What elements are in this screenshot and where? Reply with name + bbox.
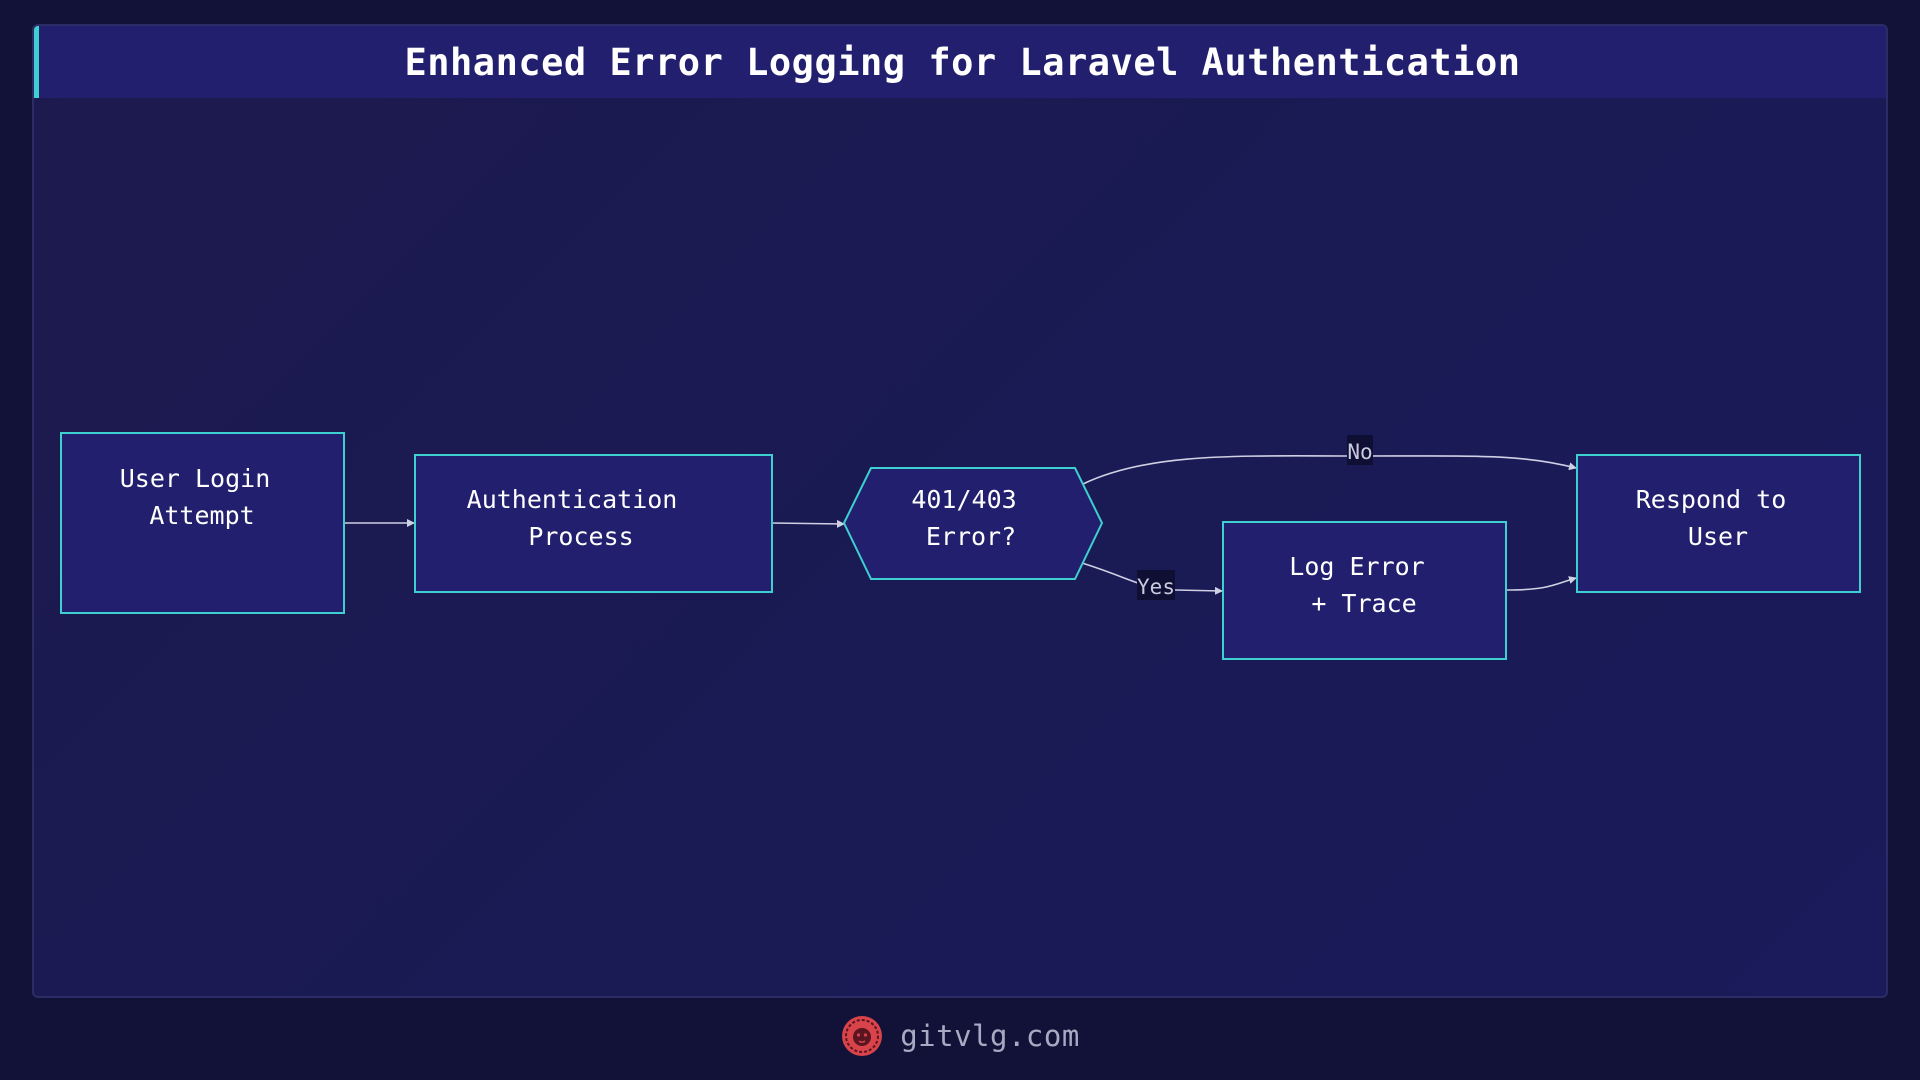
- footer-site-name[interactable]: gitvlg.com: [900, 1019, 1080, 1053]
- node-error-decision: 401/403 Error?: [842, 467, 1104, 580]
- edge-auth-to-decision: [771, 519, 845, 528]
- node-respond-to-user-line2: User: [1688, 522, 1748, 551]
- node-authentication-process: Authentication Process: [414, 454, 773, 593]
- diagram-title: Enhanced Error Logging for Laravel Authe…: [404, 40, 1521, 84]
- node-authentication-process-line2: Process: [528, 522, 633, 551]
- node-log-error-trace-line1: Log Error: [1289, 552, 1424, 581]
- node-error-decision-line1: 401/403: [911, 485, 1016, 514]
- footer: gitvlg.com: [0, 1006, 1920, 1066]
- node-log-error-trace-line2: + Trace: [1311, 589, 1416, 618]
- node-log-error-trace: Log Error + Trace: [1222, 521, 1507, 660]
- edge-log-to-respond: [1505, 576, 1577, 591]
- edge-decision-to-respond-no: [1082, 455, 1577, 485]
- title-bar: Enhanced Error Logging for Laravel Authe…: [34, 26, 1886, 98]
- node-user-login-attempt: User Login Attempt: [60, 432, 345, 614]
- node-respond-to-user: Respond to User: [1576, 454, 1861, 593]
- edge-label-no-text: No: [1347, 440, 1372, 464]
- node-authentication-process-line1: Authentication: [467, 485, 678, 514]
- node-user-login-attempt-line2: Attempt: [149, 501, 254, 530]
- edge-label-no: No: [1347, 435, 1373, 465]
- edge-label-yes-text: Yes: [1137, 575, 1175, 599]
- node-user-login-attempt-line1: User Login: [120, 464, 271, 493]
- edge-label-yes: Yes: [1137, 570, 1175, 600]
- node-error-decision-line2: Error?: [926, 522, 1016, 551]
- lion-icon: [842, 1016, 883, 1056]
- node-respond-to-user-line1: Respond to: [1636, 485, 1787, 514]
